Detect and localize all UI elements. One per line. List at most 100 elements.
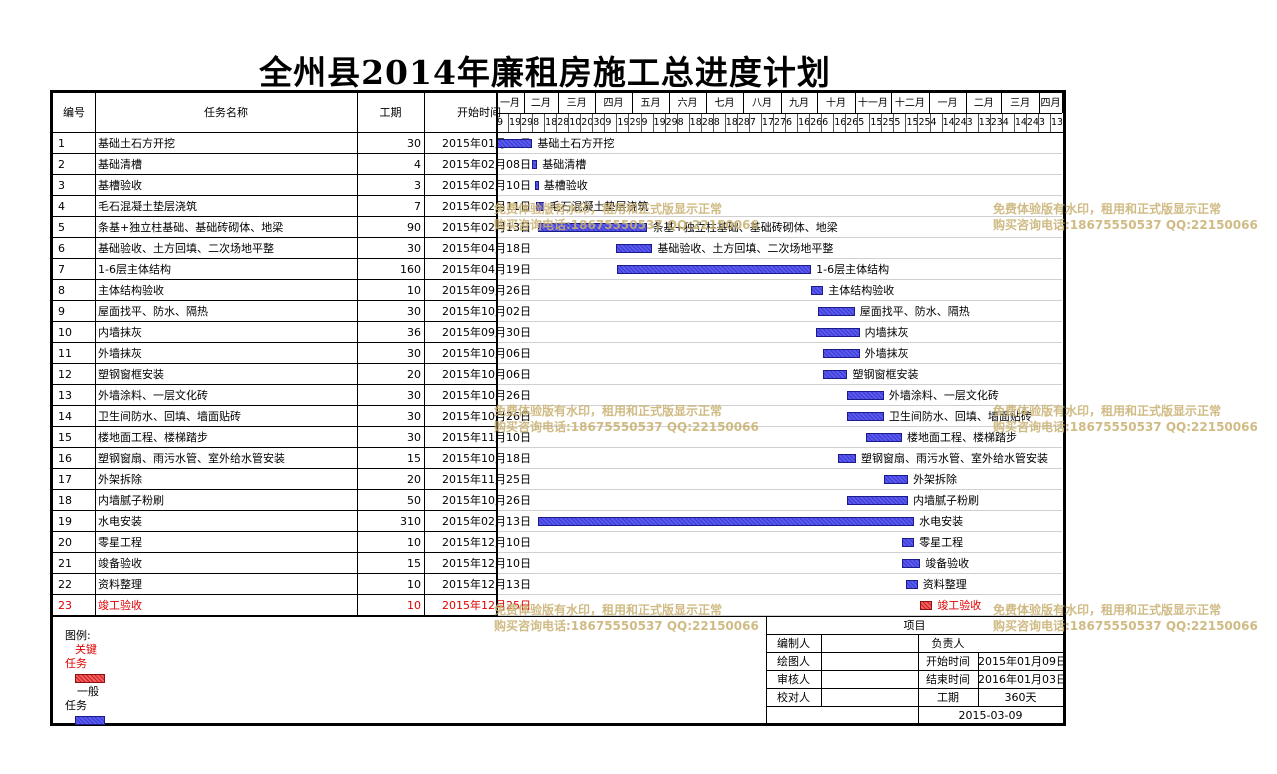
cell-start: 2015年10月26日 bbox=[442, 410, 531, 423]
tick-divider bbox=[688, 113, 690, 133]
month-label: 一月 bbox=[937, 98, 958, 109]
tick-divider bbox=[532, 113, 534, 133]
task-bar bbox=[615, 244, 653, 253]
cell-name: 毛石混凝土垫层浇筑 bbox=[98, 200, 197, 213]
cell-duration: 30 bbox=[407, 305, 421, 318]
month-divider bbox=[817, 93, 819, 113]
tick-divider bbox=[520, 113, 522, 133]
tick-label: 19 bbox=[653, 117, 665, 128]
month-label: 十二月 bbox=[894, 98, 925, 109]
task-bar-label: 主体结构验收 bbox=[828, 284, 895, 297]
cell-id: 19 bbox=[58, 515, 72, 528]
info-row-line bbox=[766, 670, 1063, 671]
cell-id: 2 bbox=[58, 158, 65, 171]
info-date: 2015-03-09 bbox=[958, 709, 1023, 722]
cell-start: 2015年04月19日 bbox=[442, 263, 531, 276]
row-divider bbox=[53, 258, 496, 259]
column-divider bbox=[357, 93, 358, 616]
row-divider-chart bbox=[496, 447, 1062, 448]
column-divider bbox=[424, 93, 425, 616]
cell-name: 塑钢窗扇、雨污水管、室外给水管安装 bbox=[98, 452, 285, 465]
task-bar bbox=[905, 580, 918, 589]
tick-divider bbox=[592, 113, 594, 133]
tick-divider bbox=[1001, 113, 1003, 133]
cell-duration: 50 bbox=[407, 494, 421, 507]
tick-label: 29 bbox=[665, 117, 677, 128]
tick-label: 17 bbox=[761, 117, 773, 128]
month-divider bbox=[1001, 93, 1003, 113]
tick-divider bbox=[616, 113, 618, 133]
tick-label: 9 bbox=[497, 117, 504, 128]
month-divider bbox=[854, 93, 856, 113]
task-bar-label: 条基+独立柱基础、基础砖砌体、地梁 bbox=[652, 221, 838, 234]
task-bar bbox=[535, 202, 545, 211]
task-bar-label: 零星工程 bbox=[919, 536, 964, 549]
legend-label: 图例: bbox=[65, 629, 91, 642]
cell-name: 屋面找平、防水、隔热 bbox=[98, 305, 208, 318]
column-divider bbox=[95, 93, 96, 616]
month-label: 二月 bbox=[973, 98, 994, 109]
row-divider bbox=[53, 489, 496, 490]
row-divider-chart bbox=[496, 216, 1062, 217]
month-divider bbox=[557, 93, 559, 113]
month-label: 一月 bbox=[499, 98, 520, 109]
task-bar-label: 楼地面工程、楼梯踏步 bbox=[907, 431, 1018, 444]
cell-start: 2015年09月26日 bbox=[442, 284, 531, 297]
cell-id: 5 bbox=[58, 221, 65, 234]
row-divider bbox=[53, 300, 496, 301]
tick-divider bbox=[724, 113, 726, 133]
month-divider bbox=[523, 93, 525, 113]
cell-id: 9 bbox=[58, 305, 65, 318]
info-reviewer: 审核人 bbox=[777, 673, 810, 686]
task-bar bbox=[865, 433, 903, 442]
cell-name: 1-6层主体结构 bbox=[98, 263, 171, 276]
cell-name: 基础土石方开挖 bbox=[98, 137, 175, 150]
row-divider-chart bbox=[496, 552, 1062, 553]
tick-divider bbox=[712, 113, 714, 133]
row-divider-chart bbox=[496, 426, 1062, 427]
row-divider bbox=[53, 426, 496, 427]
cell-start: 2015年10月02日 bbox=[442, 305, 531, 318]
cell-duration: 20 bbox=[407, 473, 421, 486]
task-bar-label: 水电安装 bbox=[919, 515, 964, 528]
cell-id: 6 bbox=[58, 242, 65, 255]
tick-label: 5 bbox=[894, 117, 901, 128]
row-divider bbox=[53, 573, 496, 574]
tick-divider bbox=[989, 113, 991, 133]
cell-duration: 30 bbox=[407, 347, 421, 360]
tick-label: 15 bbox=[870, 117, 882, 128]
month-label: 二月 bbox=[530, 98, 551, 109]
month-divider bbox=[631, 93, 633, 113]
tick-divider bbox=[676, 113, 678, 133]
row-divider-chart bbox=[496, 321, 1062, 322]
row-divider bbox=[53, 216, 496, 217]
tick-divider bbox=[652, 113, 654, 133]
tick-label: 3 bbox=[1038, 117, 1045, 128]
month-divider bbox=[1062, 93, 1063, 113]
tick-divider bbox=[640, 113, 642, 133]
tick-label: 25 bbox=[882, 117, 894, 128]
info-owner: 负责人 bbox=[931, 637, 965, 650]
tick-label: 18 bbox=[545, 117, 557, 128]
tick-divider bbox=[508, 113, 510, 133]
cell-id: 16 bbox=[58, 452, 72, 465]
task-bar bbox=[847, 391, 884, 400]
cell-start: 2015年02月13日 bbox=[442, 221, 531, 234]
cell-duration: 7 bbox=[414, 200, 421, 213]
tick-divider bbox=[977, 113, 979, 133]
task-bar-label: 塑钢窗框安装 bbox=[852, 368, 919, 381]
cell-id: 13 bbox=[58, 389, 72, 402]
cell-start: 2015年10月18日 bbox=[442, 452, 531, 465]
cell-duration: 30 bbox=[407, 242, 421, 255]
legend-normal-label: 一般任务 bbox=[65, 685, 99, 712]
cell-id: 1 bbox=[58, 137, 65, 150]
cell-id: 18 bbox=[58, 494, 72, 507]
cell-duration: 10 bbox=[407, 599, 421, 612]
row-divider-chart bbox=[496, 279, 1062, 280]
row-divider-chart bbox=[496, 573, 1062, 574]
task-bar-label: 基础验收、土方回填、二次场地平整 bbox=[657, 242, 834, 255]
tick-label: 26 bbox=[810, 117, 822, 128]
cell-start: 2015年12月25日 bbox=[442, 599, 531, 612]
page-title: 全州县2014年廉租房施工总进度计划 bbox=[259, 53, 831, 92]
cell-name: 竣备验收 bbox=[98, 557, 142, 570]
